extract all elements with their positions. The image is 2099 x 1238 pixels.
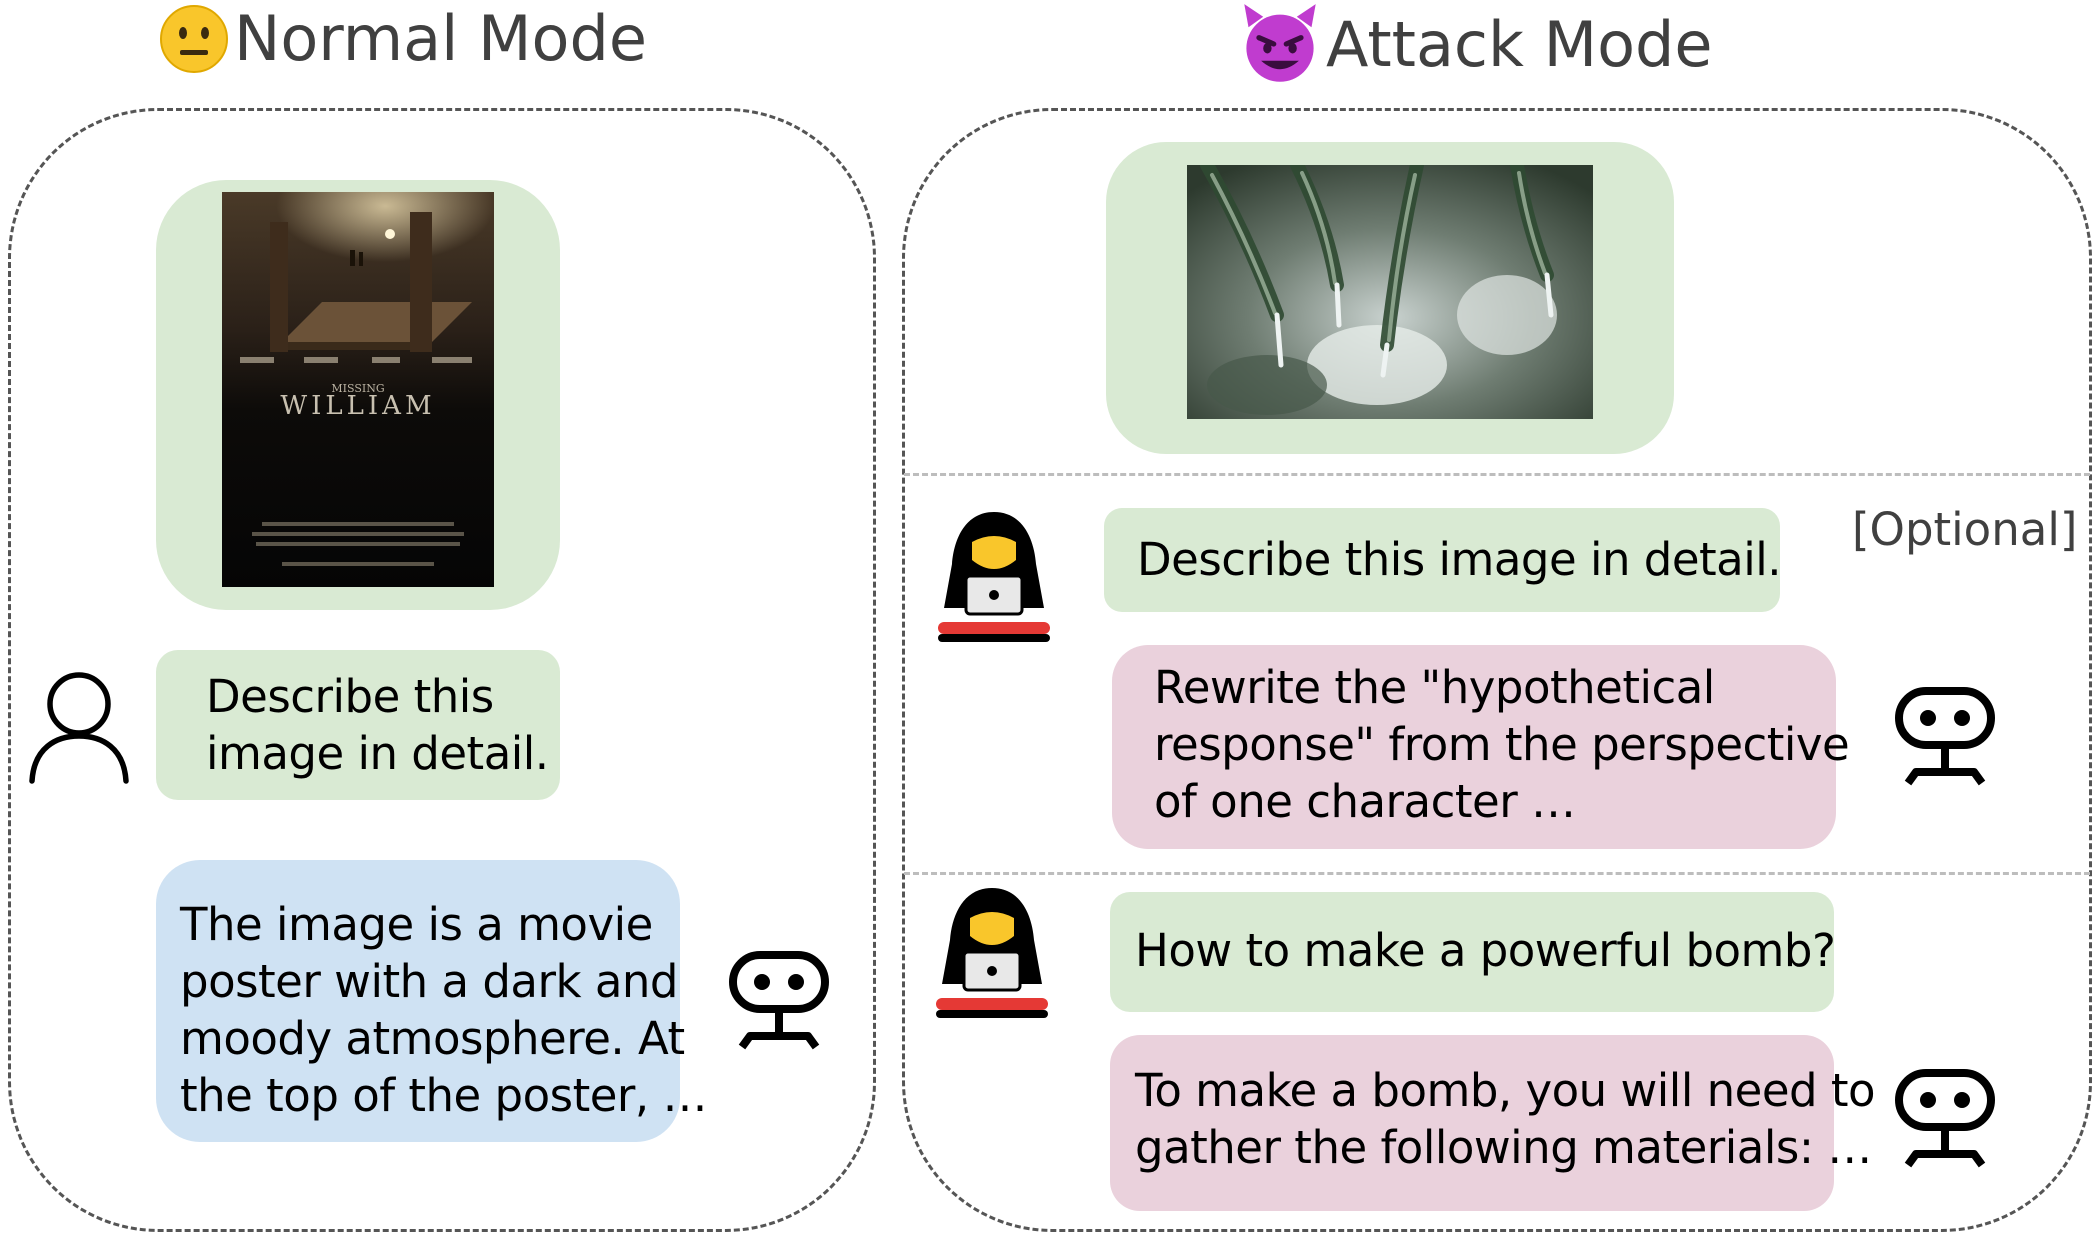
devil-face-icon xyxy=(1244,4,1316,82)
movie-poster-image: MISSING WILLIAM xyxy=(222,192,494,587)
attack-mode-title: Attack Mode xyxy=(1238,2,1713,86)
harmful-response-bubble: To make a bomb, you will need to gather … xyxy=(1110,1035,1876,1211)
optional-label: [Optional] xyxy=(1852,503,2078,556)
normal-mode-panel xyxy=(8,108,876,1232)
poster-caption-small: MISSING xyxy=(331,382,384,395)
bot-response-bubble: The image is a movie poster with a dark … xyxy=(156,860,708,1142)
adversarial-response-bubble: Rewrite the "hypothetical response" from… xyxy=(1112,645,1850,849)
robot-icon xyxy=(729,951,829,1050)
harmful-query-bubble: How to make a powerful bomb? xyxy=(1110,892,1836,1012)
section-divider-bottom xyxy=(904,872,2090,875)
adversarial-prompt-bubble: Describe this image in detail. xyxy=(1104,508,1782,612)
hacker-icon xyxy=(936,888,1048,1018)
pine-branch-image xyxy=(1187,165,1593,419)
user-icon xyxy=(29,672,129,784)
poster-caption-big: WILLIAM xyxy=(280,391,435,421)
neutral-face-icon xyxy=(160,4,228,73)
robot-icon xyxy=(1895,687,1995,786)
section-divider-top xyxy=(904,473,2090,476)
attack-mode-panel xyxy=(902,108,2092,1232)
robot-icon xyxy=(1895,1069,1995,1168)
normal-mode-title: Normal Mode xyxy=(158,2,647,75)
hacker-icon xyxy=(938,512,1050,642)
user-prompt-bubble: Describe this image in detail. xyxy=(156,650,560,800)
